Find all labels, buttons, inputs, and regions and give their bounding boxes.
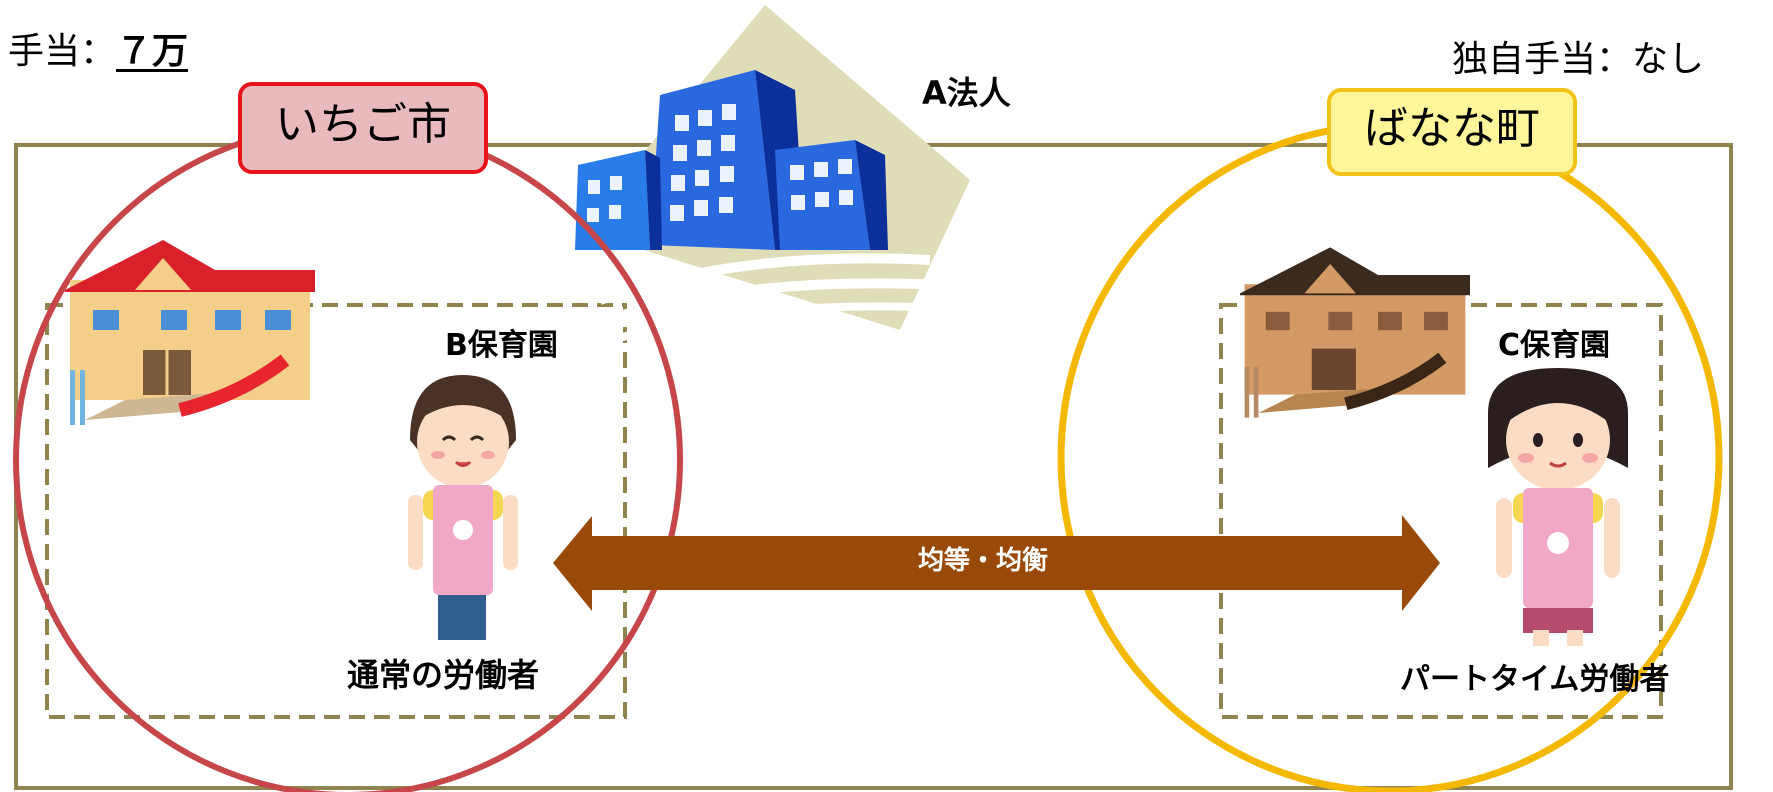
part-time-worker-label: パートタイム労働者 xyxy=(1400,662,1670,697)
nursery-b-label: B保育園 xyxy=(445,328,558,363)
part-time-worker-icon xyxy=(1488,368,1628,646)
banana-town-tag: ばなな町 xyxy=(1327,88,1577,176)
allowance-right: 独自手当：なし xyxy=(1452,39,1705,80)
allowance-left: 手当：７万 xyxy=(8,22,188,74)
nursery-c-label: C保育園 xyxy=(1498,328,1611,363)
regular-worker-label: 通常の労働者 xyxy=(347,656,540,694)
nursery-b-building-icon xyxy=(65,240,315,425)
allowance-left-amount: ７万 xyxy=(116,31,189,72)
regular-worker-icon xyxy=(408,375,518,640)
nursery-c-building-icon xyxy=(1240,247,1470,418)
allowance-left-label: 手当： xyxy=(8,31,117,72)
equal-treatment-label: 均等・均衡 xyxy=(918,546,1049,576)
office-building-icon xyxy=(575,5,970,352)
corporation-label: A法人 xyxy=(922,74,1011,112)
ichigo-city-tag: いちご市 xyxy=(238,82,488,174)
nursery-b-dashed-box xyxy=(45,303,627,719)
